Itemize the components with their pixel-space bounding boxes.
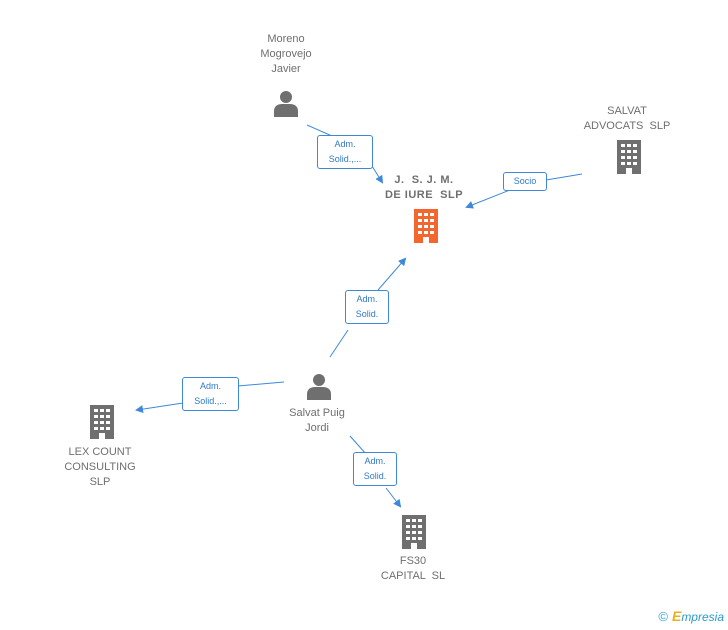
edge-label-line: Solid.,... [328,154,362,164]
node-label-line: Moreno [267,33,305,45]
node-label-line: DE IURE SLP [384,189,464,201]
copyright-icon: © [658,609,668,624]
person-icon[interactable] [274,91,298,117]
node-label-line: Salvat Puig [289,407,345,419]
brand-initial: E [671,608,682,624]
edge-label-puig-to-lex[interactable]: Adm. Solid.,... [182,377,239,411]
edge-label-line: Solid.,... [194,396,227,406]
edge-label-line: Socio [513,176,537,186]
node-label-line: SALVAT [607,105,647,117]
node-label-fs30[interactable]: FS30 CAPITAL SL [363,554,463,584]
building-icon[interactable] [90,405,114,439]
brand-name: mpresia [681,610,724,624]
node-label-lex-count[interactable]: LEX COUNT CONSULTING SLP [50,445,150,490]
building-icon[interactable] [402,515,426,549]
person-icon[interactable] [307,374,331,400]
node-label-line: Jordi [305,422,329,434]
node-label-line: ADVOCATS SLP [583,120,671,132]
node-label-moreno[interactable]: Moreno Mogrovejo Javier [236,32,336,77]
node-label-line: J. S. J. M. [394,174,454,186]
building-icon[interactable] [414,209,438,243]
node-label-salvat-advocats[interactable]: SALVAT ADVOCATS SLP [572,104,682,134]
edge-puig-to-lex [137,381,285,410]
edge-label-line: Solid. [363,471,387,481]
edge-label-line: Adm. [364,456,386,466]
brand-logo[interactable]: ©Empresia [658,608,724,624]
edge-moreno-to-focus [306,124,382,182]
edge-label-line: Adm. [334,139,356,149]
edge-label-puig-to-fs30[interactable]: Adm. Solid. [353,452,397,486]
edge-label-line: Adm. [199,381,221,391]
node-label-salvat-puig[interactable]: Salvat Puig Jordi [267,406,367,436]
edge-puig-to-focus [329,259,405,358]
node-label-line: SLP [89,476,111,488]
edge-label-puig-to-focus[interactable]: Adm. Solid. [345,290,389,324]
node-label-focus-company[interactable]: J. S. J. M. DE IURE SLP [369,173,479,203]
edge-label-advocats-to-focus[interactable]: Socio [503,172,547,191]
edge-puig-to-fs30 [349,435,400,506]
node-label-line: CAPITAL SL [380,570,446,582]
node-label-line: LEX COUNT [68,446,132,458]
edge-label-line: Adm. [356,294,378,304]
edge-label-line: Solid. [355,309,379,319]
node-label-line: Mogrovejo [260,48,312,60]
node-label-line: Javier [271,63,301,75]
node-label-line: FS30 [399,555,427,567]
building-icon[interactable] [617,140,641,174]
edge-label-moreno-to-focus[interactable]: Adm. Solid.,... [317,135,373,169]
edge-advocats-to-focus [467,173,583,207]
node-label-line: CONSULTING [64,461,136,473]
